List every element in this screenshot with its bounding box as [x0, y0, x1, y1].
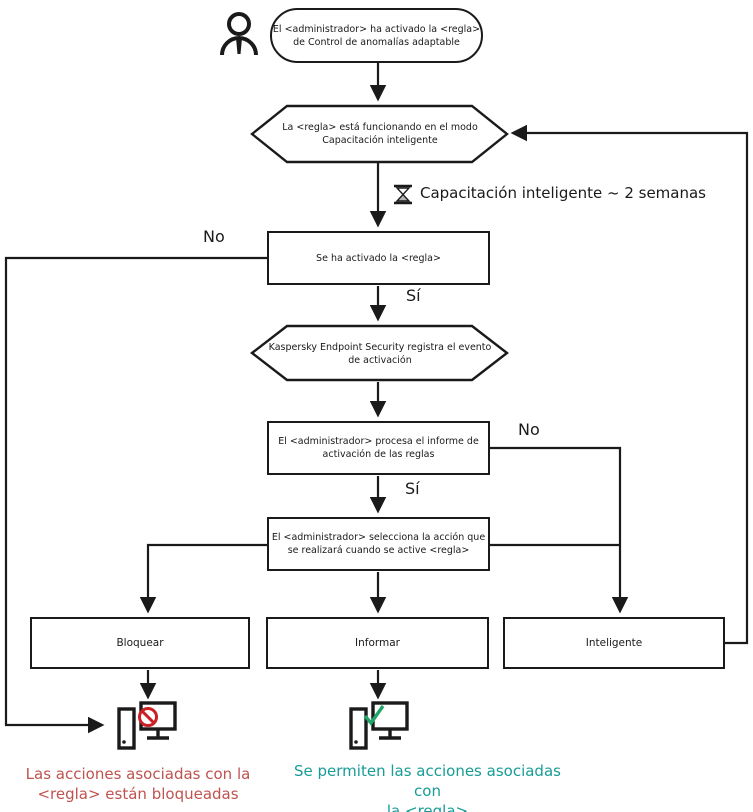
admin-report-box: El <administrador> procesa el informe de… — [267, 421, 490, 475]
blocked-outcome-caption: Las acciones asociadas con la <regla> es… — [25, 765, 251, 803]
start-node: El <administrador> ha activado la <regla… — [270, 8, 483, 63]
rule-triggered-box: Se ha activado la <regla> — [267, 231, 490, 285]
log-event-hexagon: Kaspersky Endpoint Security registra el … — [268, 342, 492, 366]
computer-allowed-icon — [349, 701, 409, 750]
inform-action-box: Informar — [266, 617, 489, 669]
admin-action-box: El <administrador> selecciona la acción … — [267, 517, 490, 571]
branch-label-no-right: No — [518, 420, 540, 439]
allowed-outcome-caption: Se permiten las acciones asociadas con l… — [294, 762, 561, 812]
computer-blocked-icon — [117, 701, 177, 750]
hourglass-icon — [394, 184, 412, 205]
mode-hexagon-shape — [250, 104, 509, 382]
block-action-box: Bloquear — [30, 617, 250, 669]
user-icon — [220, 12, 258, 56]
check-icon — [363, 705, 385, 726]
branch-label-no-left: No — [203, 227, 225, 246]
prohibition-icon — [138, 707, 158, 727]
smart-action-box: Inteligente — [503, 617, 725, 669]
training-duration-label: Capacitación inteligente ~ 2 semanas — [420, 184, 706, 202]
branch-label-yes-1: Sí — [406, 286, 421, 305]
branch-label-yes-2: Sí — [405, 479, 420, 498]
smart-training-mode-hexagon: La <regla> está funcionando en el modo C… — [282, 122, 478, 146]
